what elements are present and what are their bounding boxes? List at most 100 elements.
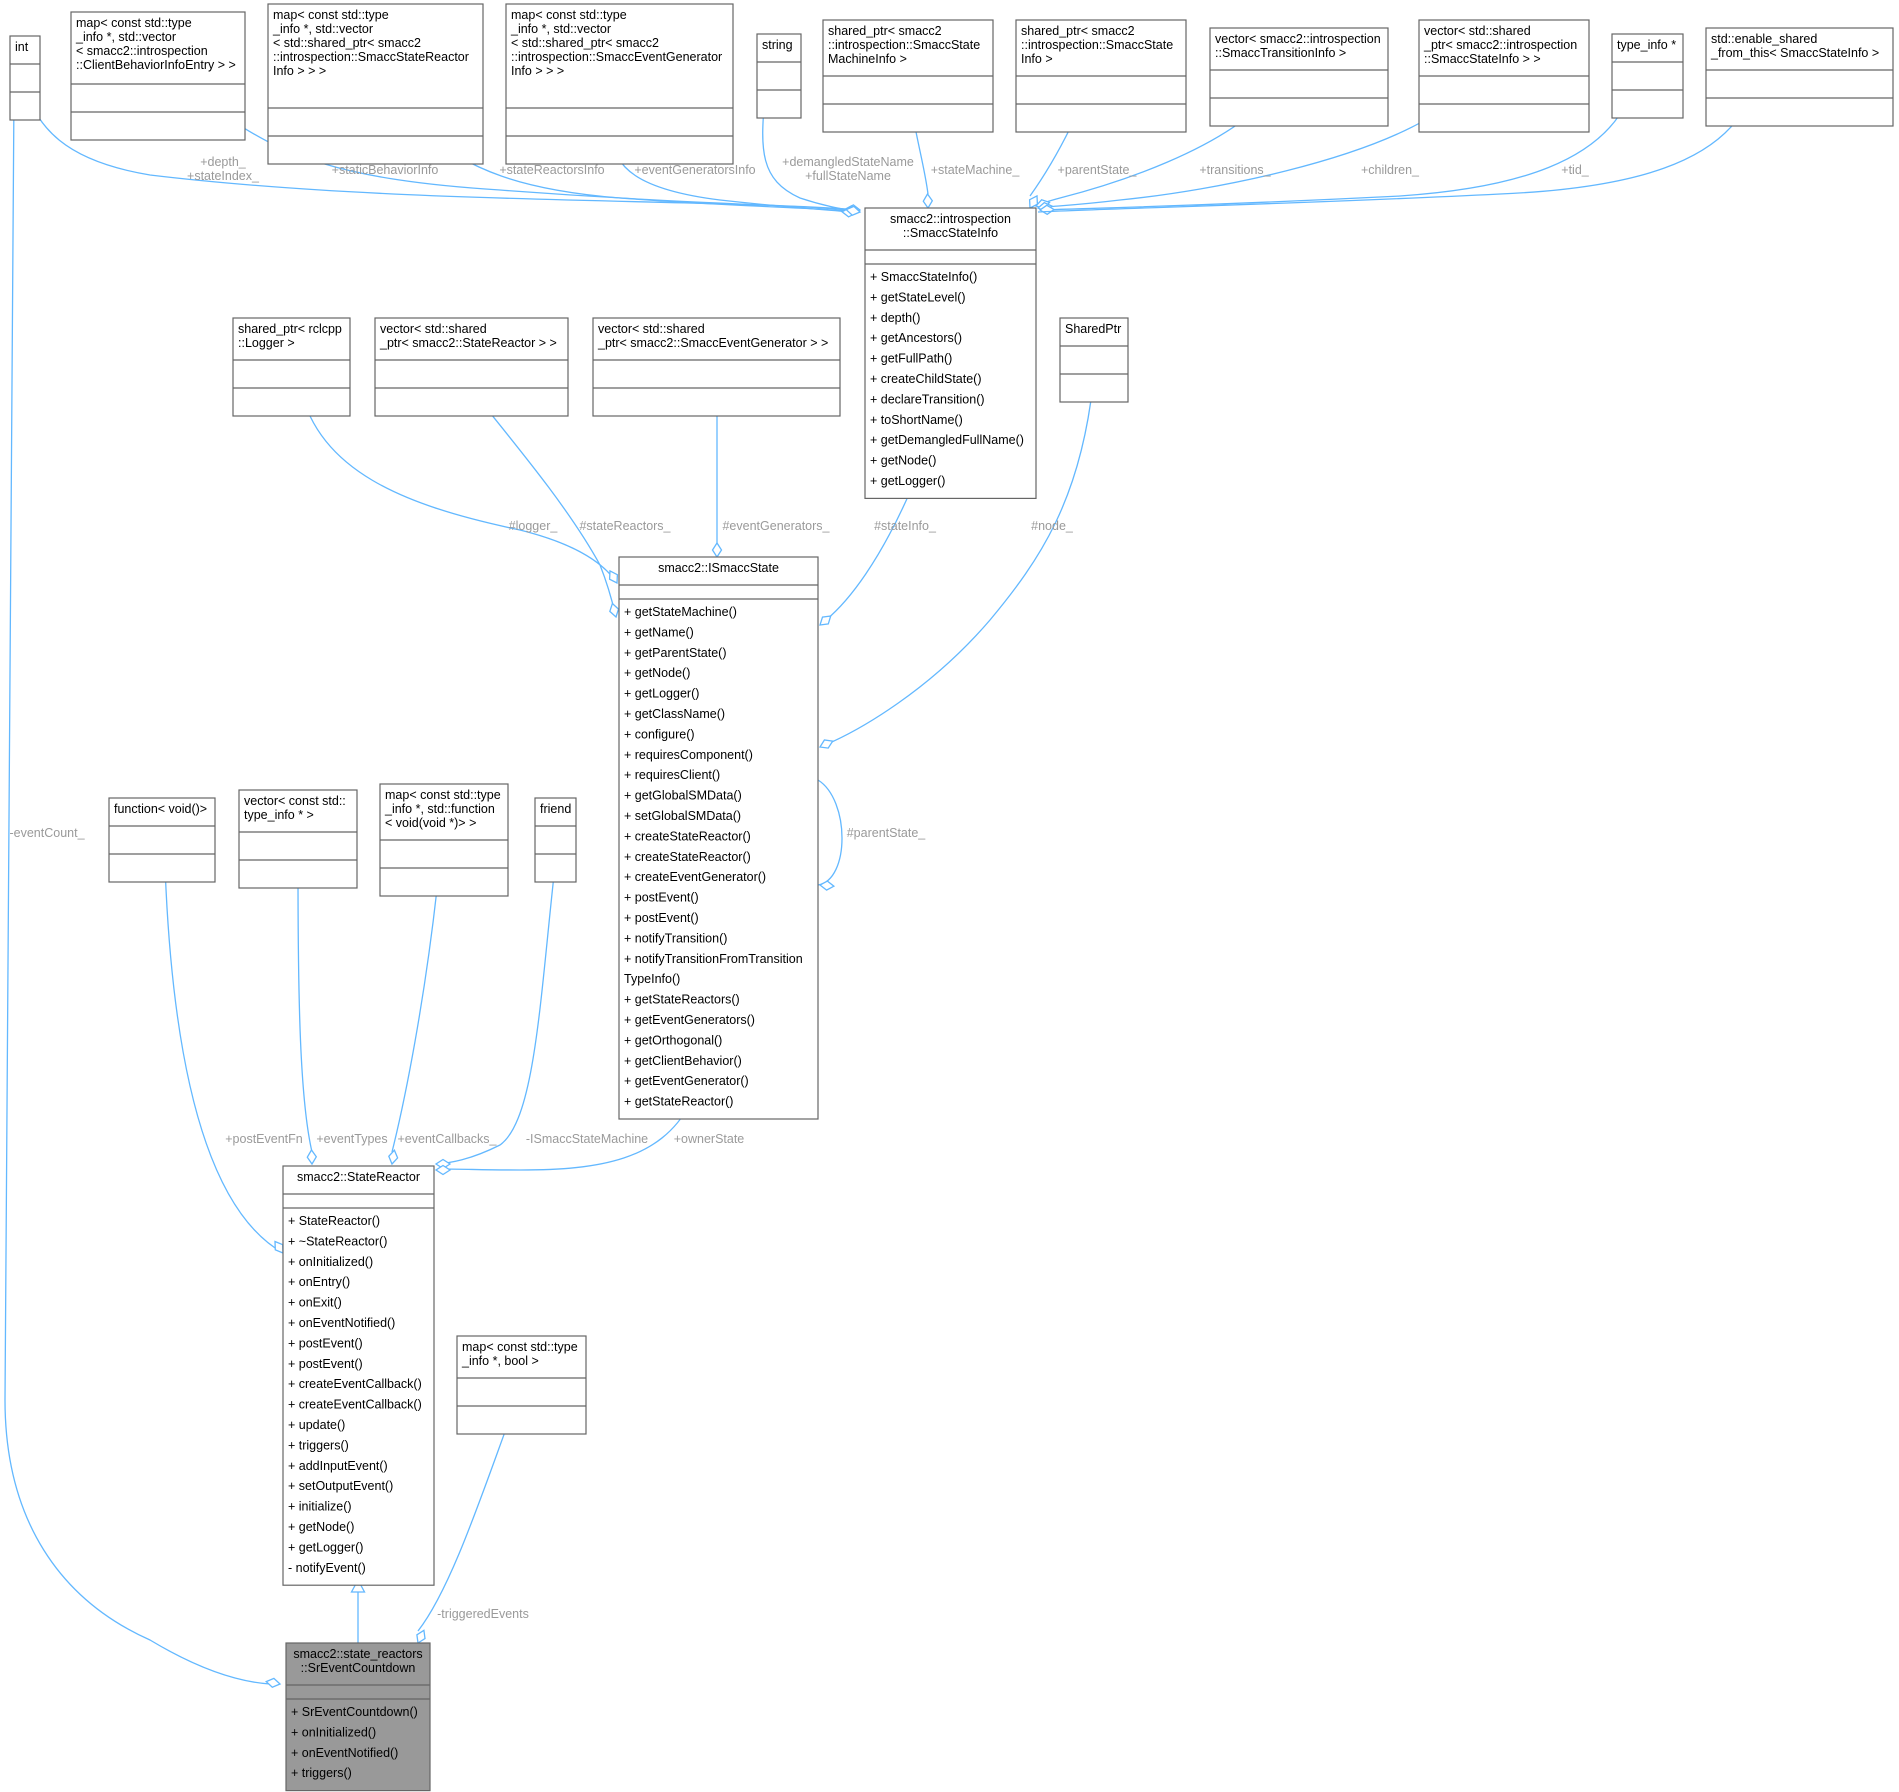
class-member: + getNode(): [288, 1520, 354, 1534]
class-box: [1209, 27, 1389, 127]
class-box: [592, 317, 841, 417]
relationship-edge: [469, 387, 617, 618]
class-srec: smacc2::state_reactors::SrEventCountdown…: [285, 1642, 431, 1792]
edge-label: +stateReactorsInfo: [499, 163, 604, 177]
relationship-edge: [1039, 99, 1629, 211]
class-member: + onEventNotified(): [288, 1316, 395, 1330]
class-title-line: Info >: [1021, 52, 1053, 66]
class-box: [108, 797, 216, 883]
class-member: + setGlobalSMData(): [624, 809, 741, 823]
class-member: + getDemangledFullName(): [870, 433, 1024, 447]
class-sharedptr: SharedPtr: [1059, 317, 1129, 403]
aggregation-diamond: [819, 615, 832, 626]
edge-label: -ISmaccStateMachine: [526, 1132, 648, 1146]
class-iss: smacc2::ISmaccState+ getStateMachine()+ …: [618, 556, 819, 1120]
aggregation-diamond: [416, 1629, 426, 1645]
class-member: + setOutputEvent(): [288, 1479, 393, 1493]
class-title-line: smacc2::StateReactor: [297, 1170, 420, 1184]
class-sp_si: shared_ptr< smacc2::introspection::Smacc…: [1015, 19, 1187, 133]
class-vec_si: vector< std::shared_ptr< smacc2::introsp…: [1418, 19, 1590, 133]
class-title-line: < smacc2::introspection: [76, 44, 208, 58]
class-box: [534, 797, 577, 883]
edge-label: #node_: [1031, 519, 1074, 533]
class-member: + createEventCallback(): [288, 1377, 422, 1391]
class-member: + update(): [288, 1418, 345, 1432]
edge-label: +fullStateName: [805, 169, 891, 183]
relationship-edge: [417, 1417, 511, 1632]
class-title-line: shared_ptr< smacc2: [1021, 24, 1135, 38]
class-title-line: _info *, std::vector: [272, 22, 373, 36]
class-member: + postEvent(): [624, 891, 699, 905]
aggregation-diamond: [845, 205, 862, 216]
class-member: + onEventNotified(): [291, 1746, 398, 1760]
class-member: + postEvent(): [288, 1336, 363, 1350]
class-member: + toShortName(): [870, 413, 963, 427]
class-member: + StateReactor(): [288, 1214, 380, 1228]
relationship-edge: [817, 779, 843, 886]
class-title-line: vector< std::shared: [380, 322, 487, 336]
edge-label: +parentState_: [1058, 163, 1138, 177]
relationship-edge: [824, 383, 1094, 746]
class-member: + postEvent(): [624, 911, 699, 925]
class-box: [1705, 27, 1894, 127]
aggregation-diamond: [265, 1677, 282, 1688]
class-title-line: ::SmaccStateInfo > >: [1424, 52, 1541, 66]
class-member: + getNode(): [624, 666, 690, 680]
class-title-line: < std::shared_ptr< smacc2: [511, 36, 659, 50]
relationship-edge: [1037, 107, 1746, 213]
class-box: [864, 207, 1037, 499]
class-member: + SmaccStateInfo(): [870, 270, 977, 284]
class-box: [238, 789, 358, 889]
class-title-line: _ptr< smacc2::introspection: [1423, 38, 1577, 52]
class-box: [232, 317, 351, 417]
class-member: + getLogger(): [870, 474, 945, 488]
class-map_sr: map< const std::type_info *, std::vector…: [267, 3, 484, 165]
edge-label: +transitions_: [1199, 163, 1271, 177]
aggregation-diamond: [274, 1240, 284, 1254]
class-member: + getParentState(): [624, 646, 727, 660]
class-member: + createEventGenerator(): [624, 870, 766, 884]
class-box: [267, 3, 484, 165]
class-member: + postEvent(): [288, 1357, 363, 1371]
inheritance-arrow: [350, 1578, 366, 1593]
aggregation-diamond: [306, 1148, 318, 1166]
class-box: [756, 33, 802, 119]
edge-label: #eventGenerators_: [722, 519, 830, 533]
aggregation-diamond: [434, 1164, 452, 1176]
class-member: + getStateLevel(): [870, 290, 966, 304]
edge-label: -eventCount_: [9, 826, 85, 840]
class-title-line: Info > > >: [273, 64, 326, 78]
class-member: + getStateMachine(): [624, 605, 737, 619]
class-sp_logger: shared_ptr< rclcpp::Logger >: [232, 317, 351, 417]
edge-label: +children_: [1361, 163, 1420, 177]
class-box: [374, 317, 569, 417]
class-friend: friend: [534, 797, 577, 883]
class-esft: std::enable_shared_from_this< SmaccState…: [1705, 27, 1894, 127]
edge-label: +depth_: [200, 155, 247, 169]
class-map_cb: map< const std::type_info *, std::vector…: [70, 11, 246, 141]
class-title-line: ::SmaccStateInfo: [903, 226, 998, 240]
class-title-line: _info *, std::vector: [510, 22, 611, 36]
class-member: + notifyTransitionFromTransition: [624, 952, 803, 966]
class-title-line: ::ClientBehaviorInfoEntry > >: [76, 58, 236, 72]
class-title-line: vector< const std::: [244, 794, 346, 808]
edge-label: +postEventFn: [225, 1132, 303, 1146]
class-member: + createStateReactor(): [624, 850, 751, 864]
class-member: + onEntry(): [288, 1275, 350, 1289]
class-title-line: string: [762, 38, 793, 52]
class-title-line: int: [15, 40, 29, 54]
aggregation-diamond: [1028, 194, 1039, 210]
class-int: int: [9, 35, 41, 121]
edge-labels-layer: +depth_+stateIndex_+staticBehaviorInfo+s…: [9, 155, 1589, 1621]
class-member: + notifyTransition(): [624, 931, 727, 945]
class-title-line: MachineInfo >: [828, 52, 907, 66]
edge-label: +eventGeneratorsInfo: [634, 163, 755, 177]
class-title-line: ::introspection::SmaccStateReactor: [273, 50, 469, 64]
class-member: + getEventGenerator(): [624, 1074, 749, 1088]
class-title-line: map< const std::type: [273, 8, 389, 22]
relationship-edge: [391, 879, 439, 1153]
class-fn_void: function< void()>: [108, 797, 216, 883]
class-title-line: ::SrEventCountdown: [301, 1661, 416, 1675]
class-box: [9, 35, 41, 121]
